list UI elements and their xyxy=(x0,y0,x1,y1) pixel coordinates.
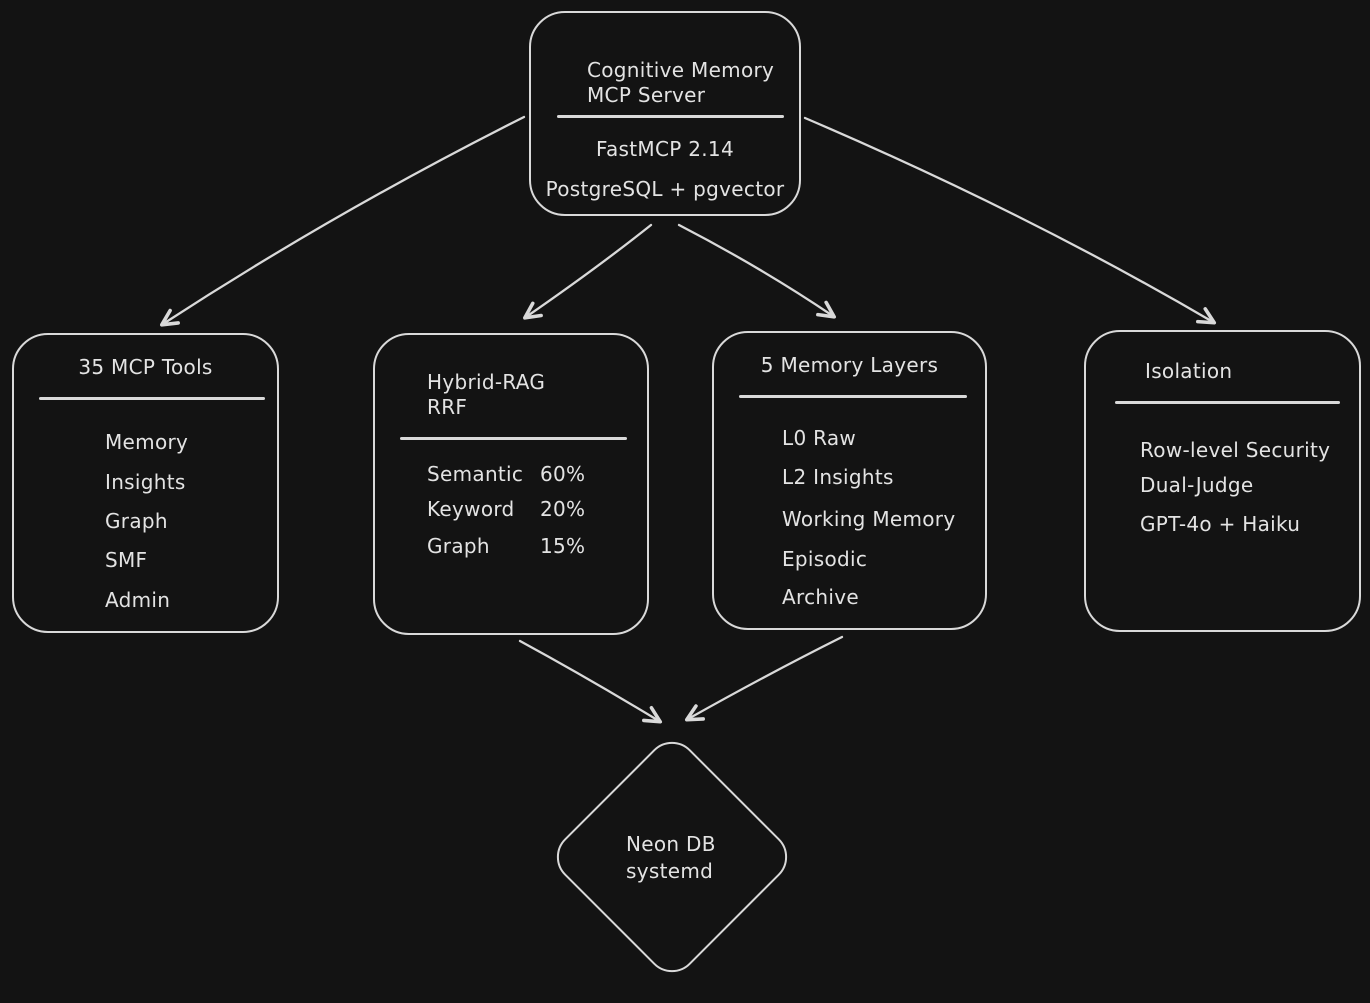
node-hybrid-rag-rrf: Hybrid-RAG RRF Semantic 60% Keyword 20% … xyxy=(373,333,649,635)
node-title: RRF xyxy=(427,395,468,419)
arrow-server-to-tools xyxy=(159,115,526,327)
node-cognitive-memory-mcp-server: Cognitive Memory MCP Server FastMCP 2.14… xyxy=(529,11,801,216)
weight-label: Keyword xyxy=(427,497,515,521)
weight-row: Graph 15% xyxy=(427,533,585,559)
node-title: systemd xyxy=(626,859,714,883)
node-title: MCP Server xyxy=(587,83,706,107)
node-item: L0 Raw xyxy=(782,426,857,450)
node-item: Graph xyxy=(105,509,168,533)
node-isolation: Isolation Row-level Security Dual-Judge … xyxy=(1084,330,1361,632)
arrow-hybrid-to-db xyxy=(518,639,663,724)
arrow-server-to-isolation xyxy=(803,116,1217,325)
node-title: Cognitive Memory xyxy=(587,58,775,82)
node-item: SMF xyxy=(105,548,148,572)
node-item: Admin xyxy=(105,588,171,612)
node-item: Insights xyxy=(105,470,186,494)
node-divider xyxy=(739,395,967,398)
node-5-memory-layers: 5 Memory Layers L0 Raw L2 Insights Worki… xyxy=(712,331,987,630)
node-neon-db-label: Neon DB systemd xyxy=(626,831,716,885)
arrow-server-to-hybrid xyxy=(523,223,653,320)
node-title: 5 Memory Layers xyxy=(760,353,939,377)
node-title: Hybrid-RAG xyxy=(427,370,546,394)
weight-row: Keyword 20% xyxy=(427,496,585,522)
node-divider xyxy=(1115,401,1340,404)
node-title: Neon DB xyxy=(626,832,716,856)
weight-label: Graph xyxy=(427,534,490,558)
node-title: Isolation xyxy=(1145,359,1233,383)
node-title: 35 MCP Tools xyxy=(78,355,213,379)
node-divider xyxy=(400,437,627,440)
node-item: PostgreSQL + pgvector xyxy=(545,177,785,201)
node-item: Working Memory xyxy=(782,507,956,531)
node-divider xyxy=(39,397,265,400)
node-item: Memory xyxy=(105,430,189,454)
weight-label: Semantic xyxy=(427,462,524,486)
node-item: Dual-Judge xyxy=(1140,473,1254,497)
node-item: FastMCP 2.14 xyxy=(596,137,734,161)
node-item: Archive xyxy=(782,585,859,609)
node-item: GPT-4o + Haiku xyxy=(1140,512,1301,536)
arrow-server-to-layers xyxy=(677,223,836,319)
node-35-mcp-tools: 35 MCP Tools Memory Insights Graph SMF A… xyxy=(12,333,279,633)
weight-value: 60% xyxy=(540,462,586,486)
weight-value: 15% xyxy=(540,534,586,558)
node-divider xyxy=(557,115,784,118)
node-item: L2 Insights xyxy=(782,465,894,489)
weight-row: Semantic 60% xyxy=(427,461,585,487)
weight-value: 20% xyxy=(540,497,586,521)
arrow-layers-to-db xyxy=(684,635,844,722)
node-item: Row-level Security xyxy=(1140,438,1331,462)
node-item: Episodic xyxy=(782,547,868,571)
